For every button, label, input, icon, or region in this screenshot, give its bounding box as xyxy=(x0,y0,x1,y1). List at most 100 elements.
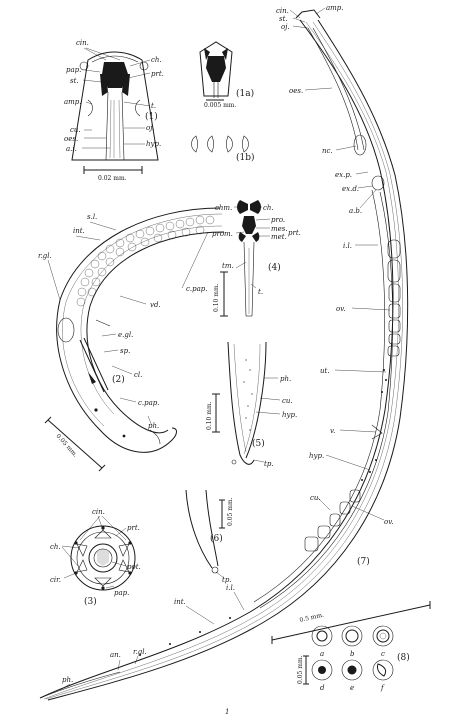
fig7-label-il: i.l. xyxy=(343,242,352,250)
egg-e xyxy=(341,659,363,681)
fig1-label-amp: amp. xyxy=(64,98,82,106)
fig7-label-exp: ex.p. xyxy=(335,171,352,179)
fig6-scale-label: 0.05 mm. xyxy=(227,497,234,526)
egg-d xyxy=(311,659,333,681)
fig1-label-oes: oes. xyxy=(64,135,78,143)
intestine-granules xyxy=(139,369,387,656)
fig2-label-sp: sp. xyxy=(120,347,130,355)
fig2-label-cpap2: c.pap. xyxy=(138,399,160,407)
fig7-label-ph: ph. xyxy=(62,676,73,684)
fig3-label-pot: pot. xyxy=(127,563,141,571)
fig3-label-cir: cir. xyxy=(50,576,61,584)
fig3-label-pap: pap. xyxy=(114,589,129,597)
fig4-label-t: t. xyxy=(258,288,263,296)
fig7-label-st: st. xyxy=(279,15,288,23)
fig2-label-sl: s.l. xyxy=(87,213,97,221)
fig8-number: (8) xyxy=(397,652,410,663)
fig4-label-mes: mes. xyxy=(271,225,288,233)
figure-8-eggs xyxy=(303,625,394,685)
fig4-number: (4) xyxy=(268,262,281,273)
fig1-label-hyp: hyp. xyxy=(146,140,161,148)
fig2-label-int: int. xyxy=(73,227,85,235)
fig3-label-prt: prt. xyxy=(127,524,140,532)
figure-7-whole-worm xyxy=(39,7,431,701)
fig1-label-oj: oj. xyxy=(146,124,155,132)
fig5-label-tp: tp. xyxy=(264,460,274,468)
fig2-label-ph: ph. xyxy=(148,422,159,430)
fig1-label-pap: pap. xyxy=(66,66,81,74)
fig2-label-cl: cl. xyxy=(134,371,142,379)
fig7-label-hyp: hyp. xyxy=(309,452,324,460)
fig7-label-cu: cu. xyxy=(310,494,321,502)
fig1-scale-label: 0.02 mm. xyxy=(98,175,127,182)
figure-5-tail xyxy=(212,341,281,465)
fig8-label-d: d xyxy=(320,684,325,692)
egg-a xyxy=(311,625,333,647)
fig1-label-cu: cu. xyxy=(70,126,81,134)
fig2-label-egl: e.gl. xyxy=(118,331,133,339)
fig8-label-a: a xyxy=(320,650,324,658)
fig2-number: (2) xyxy=(112,374,125,385)
figure-3-en-face xyxy=(61,515,136,591)
fig7-number: (7) xyxy=(357,556,370,567)
figure-1a-capsule xyxy=(199,41,233,101)
figure-2-male-tail xyxy=(44,207,225,472)
fig8-label-b: b xyxy=(350,650,355,658)
fig4-label-prt: prt. xyxy=(288,229,301,237)
fig6-label-tp: tp. xyxy=(222,576,232,584)
egg-b xyxy=(341,625,363,647)
fig4-label-chm: chm. xyxy=(215,204,232,212)
fig1-label-prt: prt. xyxy=(151,70,164,78)
fig7-label-exd: ex.d. xyxy=(342,185,359,193)
fig5-scale-label: 0.10 mm. xyxy=(206,401,213,430)
anterior-ovary xyxy=(387,239,401,357)
fig8-scale-label: 0.05 mm. xyxy=(297,655,304,684)
fig7-label-ov: ov. xyxy=(336,305,346,313)
fig7-label-ov2: ov. xyxy=(384,518,394,526)
fig6-number: (6) xyxy=(210,533,223,544)
fig4-label-pro: pro. xyxy=(271,216,285,224)
fig2-label-cpap: c.pap. xyxy=(186,285,208,293)
fig5-label-ph: ph. xyxy=(280,375,291,383)
fig2-label-vd: vd. xyxy=(150,301,161,309)
fig7-label-oj: oj. xyxy=(281,23,290,31)
fig4-label-tm: tm. xyxy=(222,262,234,270)
fig4-label-met: met. xyxy=(271,233,287,241)
fig7-label-il2: i.l. xyxy=(226,584,235,592)
fig3-label-cin: cin. xyxy=(92,508,105,516)
fig5-number: (5) xyxy=(252,438,265,449)
page-number: 1 xyxy=(225,708,229,716)
fig4-label-prom: prom. xyxy=(212,230,233,238)
fig7-label-cin: cin. xyxy=(276,7,289,15)
fig3-number: (3) xyxy=(84,596,97,607)
fig1-label-ch: ch. xyxy=(151,56,162,64)
figure-1b-sections xyxy=(191,135,249,153)
fig5-label-hyp: hyp. xyxy=(282,411,297,419)
fig1-number: (1) xyxy=(145,111,158,122)
fig7-label-amp: amp. xyxy=(326,4,344,12)
fig7-label-an: an. xyxy=(110,651,121,659)
fig7-label-nc: nc. xyxy=(322,147,333,155)
figure-1-head xyxy=(71,47,159,174)
fig7-scale-label: 0.5 mm. xyxy=(299,612,325,624)
fig2-label-rgl: r.gl. xyxy=(38,252,52,260)
vas-deferens-cells xyxy=(76,215,215,307)
fig1-label-cin: cin. xyxy=(76,39,89,47)
fig1-label-t: t. xyxy=(151,102,156,110)
figure-4-buccal xyxy=(220,200,271,317)
fig7-label-ab: a.b. xyxy=(349,207,362,215)
posterior-ovary xyxy=(304,489,361,552)
fig4-scale-label: 0.10 mm. xyxy=(213,283,220,312)
fig4-label-ch: ch. xyxy=(263,204,274,212)
fig7-label-ut: ut. xyxy=(320,367,330,375)
fig7-label-v: v. xyxy=(330,427,335,435)
fig8-label-e: e xyxy=(350,684,354,692)
fig1a-number: (1a) xyxy=(236,88,254,99)
fig7-label-rgl: r.gl. xyxy=(133,648,147,656)
fig7-label-oes: oes. xyxy=(289,87,303,95)
fig8-label-c: c xyxy=(381,650,385,658)
fig7-label-int: int. xyxy=(174,598,186,606)
egg-c xyxy=(372,625,394,647)
egg-f xyxy=(372,659,394,681)
